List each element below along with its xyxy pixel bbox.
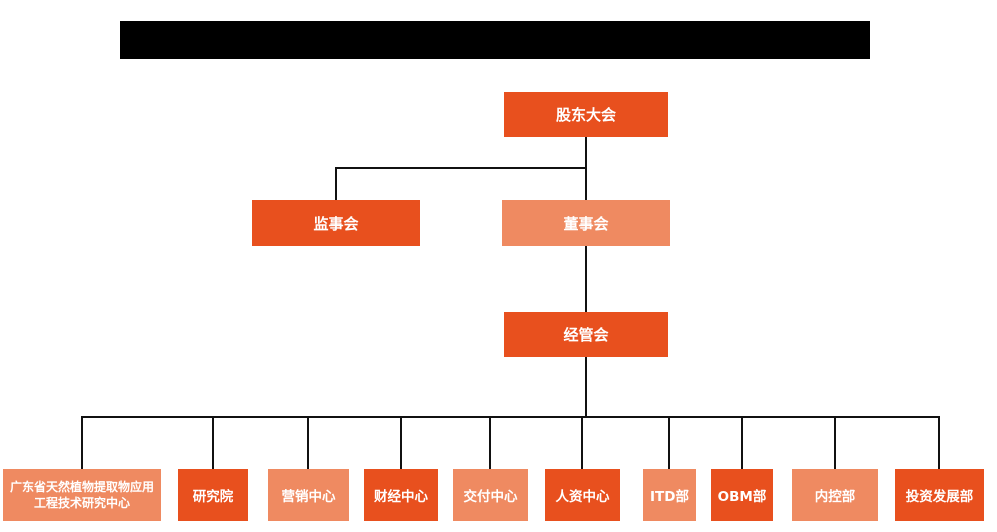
org-node-dept-investment-development: 投资发展部 (895, 469, 984, 521)
org-node-board-of-directors: 董事会 (502, 200, 670, 246)
org-node-label: 经管会 (563, 326, 609, 344)
connector-dept-drop-8 (741, 416, 743, 469)
org-node-label: 财经中心 (374, 489, 428, 505)
org-node-label: 内控部 (814, 489, 856, 505)
connector-dept-drop-6 (581, 416, 583, 469)
connector-dept-drop-4 (400, 416, 402, 469)
connector-dept-drop-10 (938, 416, 940, 469)
org-node-supervisory-board: 监事会 (252, 200, 420, 246)
redacted-title-bar (120, 21, 870, 59)
connector-dept-drop-1 (81, 416, 83, 469)
org-node-dept-gd-research-center: 广东省天然植物提取物应用工程技术研究中心 (3, 469, 161, 521)
org-node-dept-itd: ITD部 (643, 469, 696, 521)
connector-dept-drop-2 (212, 416, 214, 469)
org-node-label: 研究院 (192, 489, 234, 505)
connector-departments-horizontal (81, 416, 940, 418)
org-node-dept-finance-center: 财经中心 (364, 469, 438, 521)
connector-management-down (585, 357, 587, 417)
org-node-dept-internal-control: 内控部 (792, 469, 878, 521)
org-node-dept-delivery-center: 交付中心 (453, 469, 528, 521)
org-node-label: 董事会 (563, 214, 609, 233)
org-node-label: 股东大会 (555, 106, 616, 124)
org-node-dept-marketing-center: 营销中心 (268, 469, 349, 521)
connector-board-management (585, 246, 587, 312)
org-node-management-committee: 经管会 (504, 312, 668, 357)
org-node-dept-obm: OBM部 (711, 469, 773, 521)
connector-dept-drop-9 (834, 416, 836, 469)
connector-dept-drop-3 (307, 416, 309, 469)
org-node-label: OBM部 (717, 489, 767, 505)
org-node-label: 投资发展部 (905, 489, 974, 505)
org-node-label: 营销中心 (281, 489, 336, 505)
org-node-dept-research-institute: 研究院 (178, 469, 248, 521)
connector-dept-drop-7 (668, 416, 670, 469)
org-node-label: ITD部 (650, 489, 689, 505)
connector-supervisory-drop (335, 167, 337, 200)
org-node-dept-hr-center: 人资中心 (545, 469, 620, 521)
org-node-label: 监事会 (313, 214, 359, 233)
connector-dept-drop-5 (489, 416, 491, 469)
org-node-label: 人资中心 (555, 489, 610, 505)
org-node-label: 广东省天然植物提取物应用工程技术研究中心 (9, 479, 154, 510)
org-node-label: 交付中心 (463, 489, 518, 505)
org-node-shareholders-meeting: 股东大会 (504, 92, 668, 137)
connector-level2-horizontal (335, 167, 587, 169)
